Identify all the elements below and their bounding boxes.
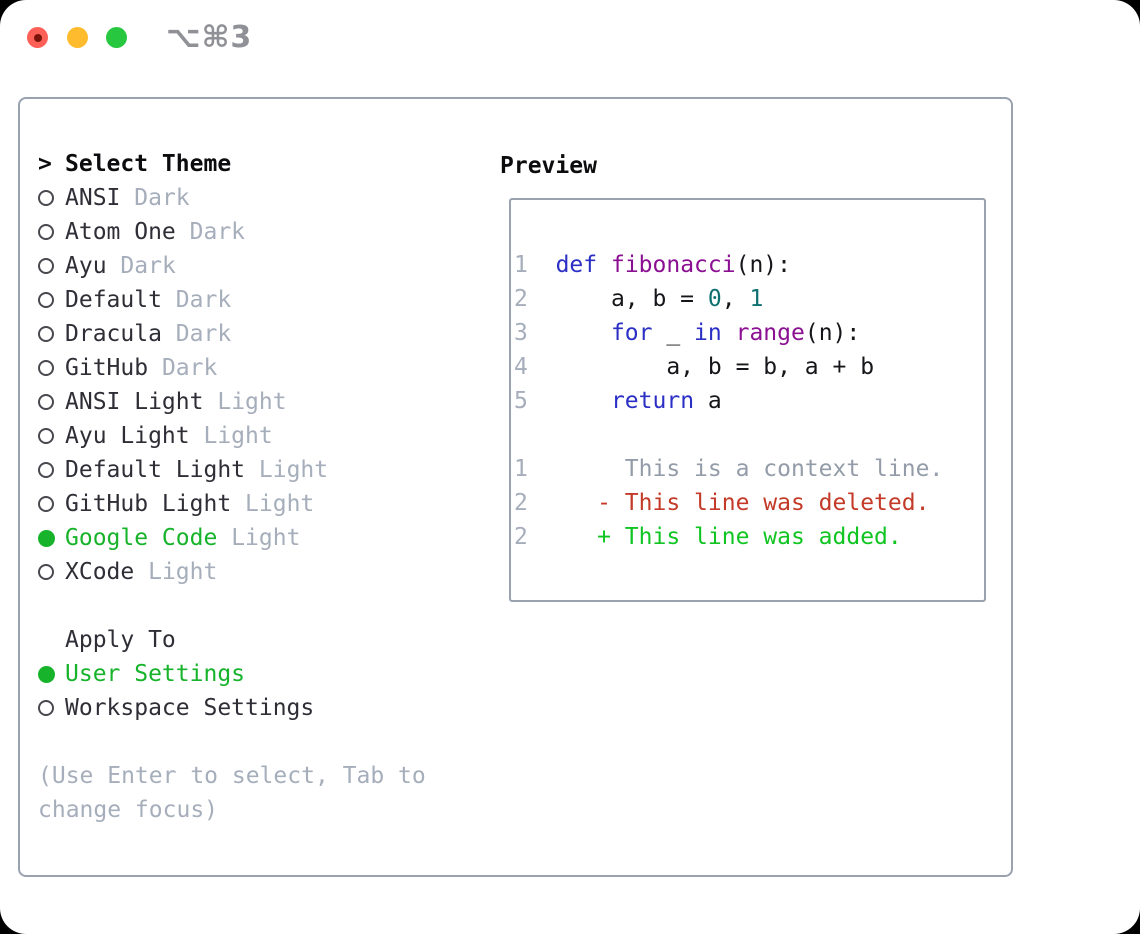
help-text-line-1: (Use Enter to select, Tab to (38, 763, 426, 789)
preview-title: Preview (500, 153, 597, 179)
theme-option-github-light-light[interactable]: GitHub Light Light (38, 487, 426, 521)
help-text-line-2: change focus) (38, 797, 219, 823)
radio-selected-icon (38, 529, 55, 547)
radio-icon (38, 292, 54, 308)
preview-line: 3 for _ in range(n): (514, 320, 861, 346)
radio-icon (38, 428, 54, 444)
preview-line: 4 a, b = b, a + b (514, 354, 875, 380)
preview-line: 1 This is a context line. (514, 456, 944, 482)
zoom-button[interactable] (106, 27, 127, 48)
radio-icon (38, 360, 54, 376)
radio-selected-icon (38, 665, 55, 683)
preview-line: 2 - This line was deleted. (514, 490, 930, 516)
title-bar: ⌥⌘3 (0, 0, 1140, 75)
preview-pane: 1 def fibonacci(n): 2 a, b = 0, 1 3 for _ … (509, 198, 986, 602)
keyboard-shortcut-label: ⌥⌘3 (166, 20, 253, 55)
spacer-row (38, 725, 426, 759)
theme-list-title: >Select Theme (38, 151, 232, 177)
close-button[interactable] (27, 27, 48, 48)
focus-caret-icon: > (38, 151, 52, 177)
preview-line: 2 a, b = 0, 1 (514, 286, 764, 312)
apply-option-workspace-settings[interactable]: Workspace Settings (38, 691, 426, 725)
theme-option-ayu-light-light[interactable]: Ayu Light Light (38, 419, 426, 453)
radio-icon (38, 700, 54, 716)
theme-option-dracula-dark[interactable]: Dracula Dark (38, 317, 426, 351)
theme-option-ansi-light-light[interactable]: ANSI Light Light (38, 385, 426, 419)
theme-option-atom-one-dark[interactable]: Atom One Dark (38, 215, 426, 249)
radio-icon (38, 564, 54, 580)
preview-blank-line (514, 418, 984, 452)
radio-icon (38, 224, 54, 240)
spacer-row (38, 589, 426, 623)
radio-icon (38, 394, 54, 410)
radio-icon (38, 190, 54, 206)
preview-line: 2 + This line was added. (514, 524, 902, 550)
theme-option-ayu-dark[interactable]: Ayu Dark (38, 249, 426, 283)
apply-to-title: Apply To (65, 627, 176, 653)
theme-option-default-light-light[interactable]: Default Light Light (38, 453, 426, 487)
radio-icon (38, 462, 54, 478)
theme-option-github-dark[interactable]: GitHub Dark (38, 351, 426, 385)
radio-icon (38, 326, 54, 342)
theme-option-ansi-dark[interactable]: ANSI Dark (38, 181, 426, 215)
apply-option-user-settings[interactable]: User Settings (38, 657, 426, 691)
unsaved-indicator-dot (33, 33, 42, 42)
radio-icon (38, 496, 54, 512)
theme-option-default-dark[interactable]: Default Dark (38, 283, 426, 317)
radio-icon (38, 258, 54, 274)
theme-option-google-code-light[interactable]: Google Code Light (38, 521, 426, 555)
minimize-button[interactable] (67, 27, 88, 48)
preview-line: 1 def fibonacci(n): (514, 252, 791, 278)
preview-line: 5 return a (514, 388, 722, 414)
theme-option-xcode-light[interactable]: XCode Light (38, 555, 426, 589)
